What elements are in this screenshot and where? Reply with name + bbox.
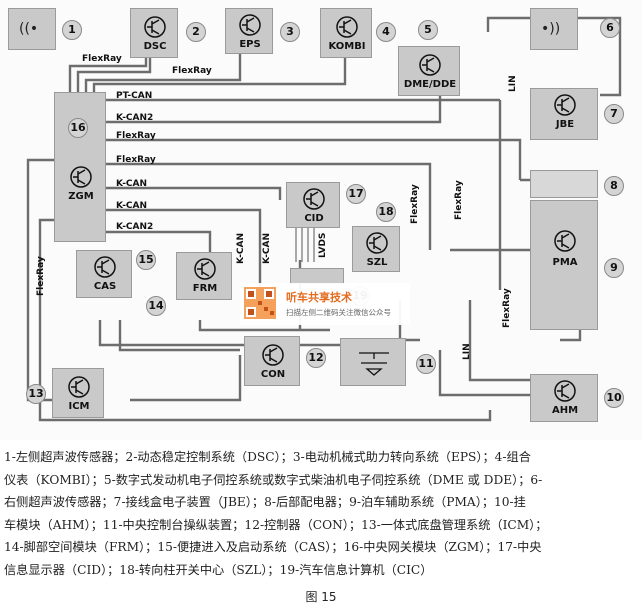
bus-label: K-CAN xyxy=(116,201,148,211)
transistor-icon xyxy=(262,344,284,366)
callout-number: 8 xyxy=(604,176,624,196)
bus-label: K-CAN xyxy=(116,179,148,189)
transistor-icon xyxy=(68,376,90,398)
module-cic xyxy=(290,268,344,284)
transistor-icon xyxy=(94,256,116,278)
module-zgm: ZGM xyxy=(54,92,106,242)
module-label: KOMBI xyxy=(328,41,366,52)
bus-label: FlexRay xyxy=(172,66,212,76)
callout-number: 13 xyxy=(26,384,46,404)
module-label: JBE xyxy=(555,119,575,130)
bus-label: FlexRay xyxy=(116,131,156,141)
callout-number: 6 xyxy=(600,18,620,38)
module-label: ZGM xyxy=(68,191,94,202)
module-kombi: KOMBI xyxy=(320,8,372,58)
bus-label: K-CAN xyxy=(236,232,246,264)
network-diagram: ((• •)) DSC EPS KOMBI DME/DDE JBE ZGM CI… xyxy=(8,8,624,422)
module-label: DSC xyxy=(143,41,167,52)
module-dme-dde: DME/DDE xyxy=(398,46,460,96)
transistor-icon xyxy=(144,16,166,38)
bus-label: PT-CAN xyxy=(116,91,153,101)
callout-number: 11 xyxy=(416,354,436,374)
bus-label: FlexRay xyxy=(116,155,156,165)
bus-label: K-CAN xyxy=(262,232,272,264)
bus-label: K-CAN2 xyxy=(116,222,154,232)
callout-number: 12 xyxy=(306,348,326,368)
watermark-title: 听车共享技术 xyxy=(286,291,352,304)
module-dsc: DSC xyxy=(130,8,178,58)
module-label: CID xyxy=(304,213,324,224)
callout-number: 5 xyxy=(418,20,438,40)
callout-number: 14 xyxy=(146,296,166,316)
transistor-icon xyxy=(239,14,261,36)
left-ultrasonic-sensor: ((• xyxy=(8,8,56,50)
legend-text: 1-左侧超声波传感器；2-动态稳定控制系统（DSC）；3-电动机械式助力转向系统… xyxy=(4,446,636,581)
transistor-icon xyxy=(419,54,441,76)
module-rear-distribution xyxy=(530,170,598,198)
watermark-subtitle: 扫描左侧二维码关注微信公众号 xyxy=(286,308,391,317)
transistor-icon xyxy=(366,232,388,254)
callout-number: 7 xyxy=(604,104,624,124)
bus-label: LIN xyxy=(462,343,472,360)
module-cas: CAS xyxy=(76,250,132,298)
callout-number: 4 xyxy=(376,22,396,42)
module-con: CON xyxy=(244,336,300,386)
ultrasonic-signal-icon: •)) xyxy=(541,21,561,37)
callout-number: 18 xyxy=(376,202,396,222)
transistor-icon xyxy=(303,188,325,210)
bus-label: FlexRay xyxy=(502,288,512,328)
module-szl: SZL xyxy=(352,226,400,272)
legend-line: 仪表（KOMBI）；5-数字式发动机电子伺控系统或数字式柴油机电子伺控系统（DM… xyxy=(4,472,543,487)
module-label: PMA xyxy=(552,257,578,268)
legend-line: 车模块（AHM）；11-中央控制台操纵装置；12-控制器（CON）；13-一体式… xyxy=(4,517,548,532)
module-eps: EPS xyxy=(225,8,273,54)
callout-number: 2 xyxy=(186,22,206,42)
legend-line: 1-左侧超声波传感器；2-动态稳定控制系统（DSC）；3-电动机械式助力转向系统… xyxy=(4,450,531,464)
module-label: CAS xyxy=(93,281,117,292)
transistor-icon xyxy=(554,380,576,402)
module-cid: CID xyxy=(286,182,340,228)
transistor-icon xyxy=(194,258,216,280)
bus-label: FlexRay xyxy=(454,180,464,220)
module-jbe: JBE xyxy=(530,88,598,140)
callout-number: 1 xyxy=(62,20,82,40)
legend-line: 右侧超声波传感器；7-接线盒电子装置（JBE）；8-后部配电器；9-泊车辅助系统… xyxy=(4,495,526,509)
wechat-watermark: 听车共享技术 扫描左侧二维码关注微信公众号 xyxy=(240,283,410,325)
callout-number: 9 xyxy=(604,258,624,278)
module-label: ICM xyxy=(68,401,90,412)
module-pma: PMA xyxy=(530,200,598,330)
callout-number: 3 xyxy=(280,22,300,42)
callout-number: 17 xyxy=(346,184,366,204)
callout-number: 15 xyxy=(136,250,156,270)
callout-number: 16 xyxy=(68,118,88,138)
callout-number: 10 xyxy=(604,388,624,408)
legend-line: 14-脚部空间模块（FRM）；15-便捷进入及启动系统（CAS）；16-中央网关… xyxy=(4,540,542,554)
bus-label: LVDS xyxy=(318,232,328,258)
transistor-icon xyxy=(336,16,358,38)
module-label: AHM xyxy=(551,405,579,416)
module-icm: ICM xyxy=(52,368,104,418)
bus-label: FlexRay xyxy=(410,184,420,224)
control-switch-icon xyxy=(359,352,389,376)
bus-label: FlexRay xyxy=(82,54,122,64)
qr-code-icon xyxy=(244,287,276,319)
module-frm: FRM xyxy=(176,252,232,300)
module-label: FRM xyxy=(192,283,218,294)
figure-caption: 图 15 xyxy=(305,590,337,604)
module-ahm: AHM xyxy=(530,374,598,422)
ultrasonic-signal-icon: ((• xyxy=(19,21,39,37)
module-label: DME/DDE xyxy=(403,79,457,90)
transistor-icon xyxy=(554,230,576,252)
module-label: EPS xyxy=(239,39,261,50)
module-console-control xyxy=(340,338,406,386)
transistor-icon xyxy=(554,94,576,116)
module-label: CON xyxy=(260,369,286,380)
bus-label: LIN xyxy=(508,75,518,92)
bus-label: FlexRay xyxy=(36,256,46,296)
transistor-icon xyxy=(70,166,92,188)
module-label: SZL xyxy=(366,257,388,268)
right-ultrasonic-sensor: •)) xyxy=(530,8,578,50)
bus-label: K-CAN2 xyxy=(116,113,154,123)
legend-line: 信息显示器（CID）；18-转向柱开关中心（SZL）；19-汽车信息计算机（CI… xyxy=(4,562,433,577)
